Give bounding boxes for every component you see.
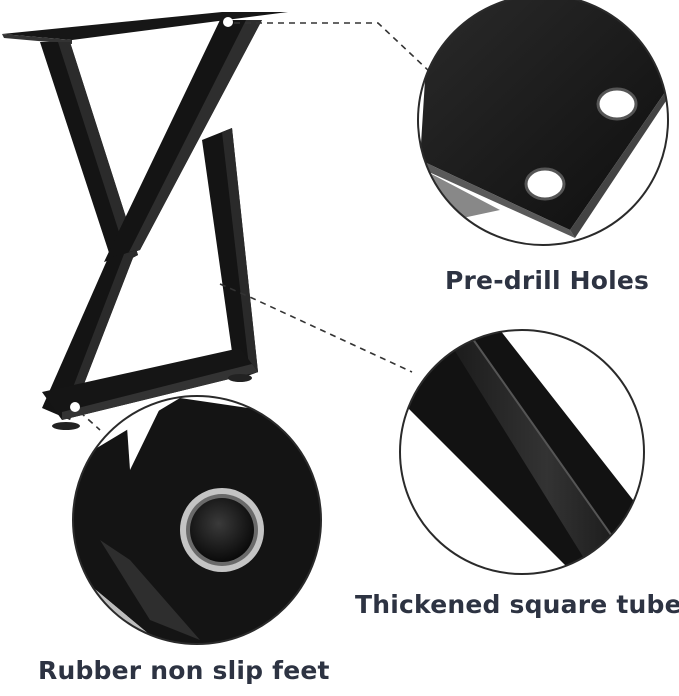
detail-circle-holes [417,0,669,246]
bottom-bar [42,348,258,420]
marker-tube-dot [210,277,220,287]
leader-line-tube [219,283,413,373]
caption-thickened-square-tube: Thickened square tube [355,590,679,619]
detail-circle-feet [72,395,322,645]
leader-lines [79,22,431,431]
top-mounting-plate [2,12,288,40]
table-leg [2,12,288,430]
caption-pre-drill-holes: Pre-drill Holes [445,266,650,295]
leader-line-holes [234,22,431,73]
detail-circle-tube [399,329,645,575]
caption-rubber-non-slip-feet: Rubber non slip feet [38,656,330,685]
drill-hole-1 [596,87,638,121]
marker-feet-dot [70,402,80,412]
rubber-foot [190,498,254,562]
leader-line-feet [79,411,101,431]
marker-holes-dot [223,17,233,27]
drill-hole-2 [524,167,566,201]
